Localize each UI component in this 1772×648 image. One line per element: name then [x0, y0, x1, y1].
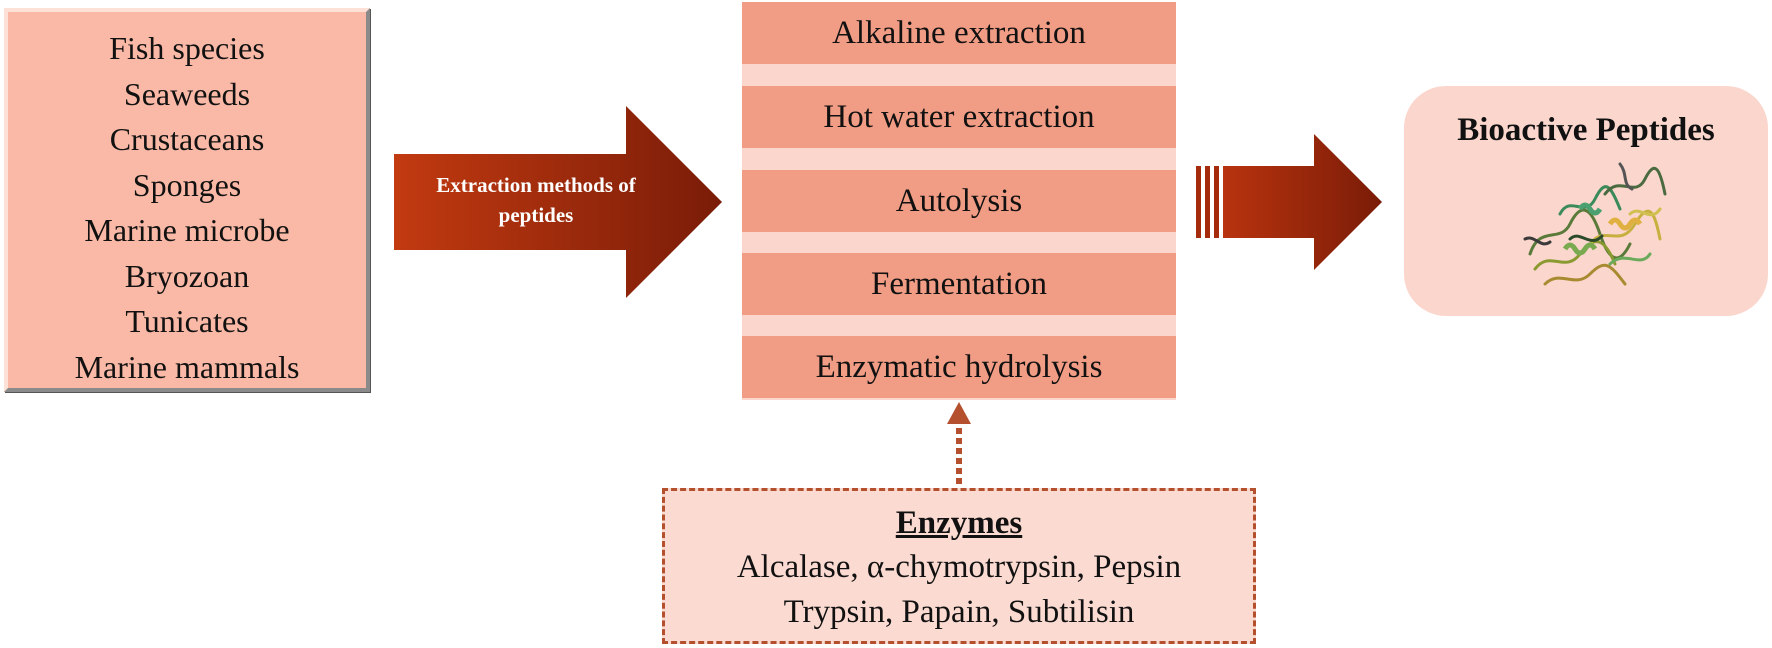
marine-sources-box: Fish species Seaweeds Crustaceans Sponge… [4, 8, 370, 392]
extraction-arrow-label-line2: peptides [498, 203, 574, 227]
extraction-arrow-label: Extraction methods of peptides [396, 170, 676, 230]
method-hot-water-extraction: Hot water extraction [742, 86, 1176, 148]
method-enzymatic-hydrolysis: Enzymatic hydrolysis [742, 336, 1176, 398]
source-item: Sponges [132, 166, 242, 203]
output-arrow-icon [1196, 134, 1382, 270]
method-alkaline-extraction: Alkaline extraction [742, 2, 1176, 64]
method-autolysis: Autolysis [742, 170, 1176, 232]
source-item: Tunicates [125, 303, 249, 339]
peptide-structure-icon [1523, 162, 1667, 286]
bioactive-peptides-box: Bioactive Peptides [1404, 86, 1768, 316]
enzymes-box: Enzymes Alcalase, α-chymotrypsin, Pepsin… [662, 488, 1256, 644]
source-item: Marine mammals [74, 348, 300, 385]
method-fermentation: Fermentation [742, 253, 1176, 315]
enzymes-list-line2: Trypsin, Papain, Subtilisin [783, 594, 1135, 630]
extraction-arrow-label-line1: Extraction methods of [436, 173, 636, 197]
enzymes-title: Enzymes [895, 505, 1023, 541]
extraction-methods-column: Alkaline extraction Hot water extraction… [742, 2, 1176, 400]
bioactive-peptides-title: Bioactive Peptides [1457, 112, 1715, 148]
source-item: Bryozoan [124, 257, 250, 294]
source-item: Marine microbe [84, 212, 290, 248]
enzymes-list-line1: Alcalase, α-chymotrypsin, Pepsin [736, 549, 1182, 585]
source-item: Seaweeds [123, 75, 251, 112]
source-item: Fish species [109, 30, 265, 66]
extraction-arrow-icon [394, 106, 722, 298]
source-item: Crustaceans [109, 121, 265, 157]
dotted-up-arrow-icon [947, 402, 971, 488]
